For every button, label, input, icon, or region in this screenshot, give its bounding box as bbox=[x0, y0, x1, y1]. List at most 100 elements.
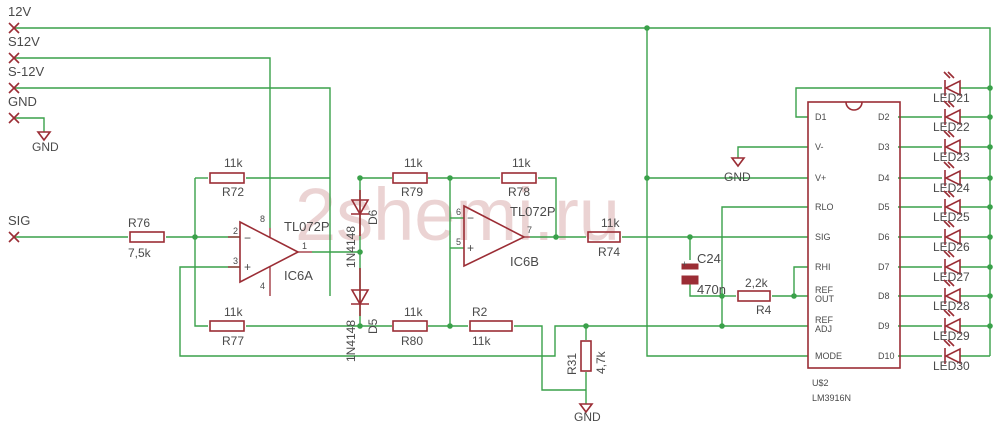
opamp-ic6a: − + 2 3 1 8 4 TL072P IC6A bbox=[228, 214, 330, 296]
led-light-arrows bbox=[943, 190, 955, 198]
ic-pin-label: D5 bbox=[878, 202, 890, 212]
led-triangle bbox=[944, 169, 961, 187]
port-s12v: S12V bbox=[8, 34, 40, 64]
port-s12v-label: S12V bbox=[8, 34, 40, 49]
ic-pin-label: D10 bbox=[878, 351, 895, 361]
svg-text:D5: D5 bbox=[366, 318, 380, 334]
opamp-ic6b: − + 6 5 7 TL072P IC6B bbox=[456, 204, 556, 269]
led: LED27 bbox=[933, 250, 970, 284]
led-light-arrows bbox=[943, 279, 955, 287]
svg-text:7: 7 bbox=[527, 225, 532, 235]
ic-pin-label: D6 bbox=[878, 232, 890, 242]
svg-text:4: 4 bbox=[260, 281, 265, 291]
svg-text:D6: D6 bbox=[366, 209, 380, 225]
svg-text:2: 2 bbox=[233, 226, 238, 236]
svg-text:7,5k: 7,5k bbox=[128, 246, 152, 260]
svg-text:1N4148: 1N4148 bbox=[344, 320, 358, 362]
svg-text:5: 5 bbox=[456, 237, 461, 247]
svg-text:11k: 11k bbox=[224, 305, 243, 319]
wires bbox=[14, 27, 991, 404]
led-label: LED26 bbox=[933, 240, 970, 254]
port-sig-label: SIG bbox=[8, 213, 30, 228]
svg-text:U$2: U$2 bbox=[812, 378, 829, 388]
svg-text:IC6B: IC6B bbox=[510, 254, 539, 269]
svg-text:R80: R80 bbox=[401, 334, 423, 348]
ic-pin-label: D3 bbox=[878, 142, 890, 152]
svg-text:TL072P: TL072P bbox=[510, 204, 556, 219]
resistor-r77: 11k R77 bbox=[209, 305, 245, 348]
led-label: LED28 bbox=[933, 299, 970, 313]
led-light-arrows bbox=[943, 250, 955, 258]
led-array: LED21LED22LED23LED24LED25LED26LED27LED28… bbox=[933, 71, 970, 373]
resistor-r2: R2 11k bbox=[469, 305, 513, 348]
svg-text:R78: R78 bbox=[508, 185, 530, 199]
port-12v: 12V bbox=[8, 4, 31, 34]
ic-pin-label: MODE bbox=[815, 351, 842, 361]
svg-text:R74: R74 bbox=[598, 245, 620, 259]
svg-text:R72: R72 bbox=[222, 185, 244, 199]
led-light-arrows bbox=[943, 220, 955, 228]
led-label: LED27 bbox=[933, 270, 970, 284]
svg-text:R2: R2 bbox=[472, 305, 488, 319]
led: LED22 bbox=[933, 100, 970, 134]
led-label: LED25 bbox=[933, 210, 970, 224]
led-triangle bbox=[944, 258, 961, 276]
led-triangle bbox=[944, 198, 961, 216]
port-gnd: GND bbox=[8, 94, 37, 124]
svg-text:11k: 11k bbox=[601, 216, 620, 230]
ic-pin-label: V+ bbox=[815, 173, 826, 183]
svg-text:R76: R76 bbox=[128, 216, 150, 230]
led: LED26 bbox=[933, 220, 970, 254]
led: LED25 bbox=[933, 190, 970, 224]
led-triangle bbox=[944, 317, 961, 335]
resistor-r79: 11k R79 bbox=[392, 156, 428, 199]
svg-text:−: − bbox=[244, 231, 251, 245]
led-light-arrows bbox=[943, 309, 955, 317]
svg-text:GND: GND bbox=[574, 410, 601, 424]
junctions bbox=[192, 25, 993, 329]
gnd-symbol-ic: GND bbox=[724, 157, 751, 184]
ic-pin-label: D2 bbox=[878, 112, 890, 122]
svg-text:470n: 470n bbox=[697, 282, 726, 297]
led: LED28 bbox=[933, 279, 970, 313]
led-light-arrows bbox=[943, 339, 955, 347]
svg-text:11k: 11k bbox=[512, 156, 531, 170]
ic-pin-label: OUT bbox=[815, 294, 835, 304]
svg-text:3: 3 bbox=[233, 256, 238, 266]
led-label: LED22 bbox=[933, 120, 970, 134]
led-label: LED23 bbox=[933, 150, 970, 164]
gnd-symbol-r31: GND bbox=[574, 403, 601, 424]
svg-text:R4: R4 bbox=[756, 303, 772, 317]
svg-text:C24: C24 bbox=[697, 251, 721, 266]
led-light-arrows bbox=[943, 100, 955, 108]
svg-text:TL072P: TL072P bbox=[284, 219, 330, 234]
port-s-12v: S-12V bbox=[8, 64, 44, 94]
resistor-r80: 11k R80 bbox=[392, 305, 428, 348]
resistor-r74: 11k R74 bbox=[587, 216, 621, 259]
led-triangle bbox=[944, 108, 961, 126]
resistor-r4: 2,2k R4 bbox=[737, 276, 772, 317]
svg-text:1N4148: 1N4148 bbox=[344, 226, 358, 268]
port-sig: SIG bbox=[8, 213, 30, 243]
led: LED29 bbox=[933, 309, 970, 343]
led-triangle bbox=[944, 79, 961, 97]
ic-pin-label: SIG bbox=[815, 232, 831, 242]
capacitor-c24: + C24 470n bbox=[681, 251, 726, 297]
ic-pin-label: RHI bbox=[815, 262, 831, 272]
svg-text:1: 1 bbox=[302, 241, 307, 251]
ic-pin-label: D9 bbox=[878, 321, 890, 331]
led-light-arrows bbox=[943, 130, 955, 138]
led-label: LED30 bbox=[933, 359, 970, 373]
led-light-arrows bbox=[943, 161, 955, 169]
resistor-r76: R76 7,5k bbox=[128, 216, 165, 260]
led-triangle bbox=[944, 287, 961, 305]
led: LED30 bbox=[933, 339, 970, 373]
svg-text:IC6A: IC6A bbox=[284, 268, 313, 283]
svg-text:8: 8 bbox=[260, 214, 265, 224]
svg-text:R77: R77 bbox=[222, 334, 244, 348]
